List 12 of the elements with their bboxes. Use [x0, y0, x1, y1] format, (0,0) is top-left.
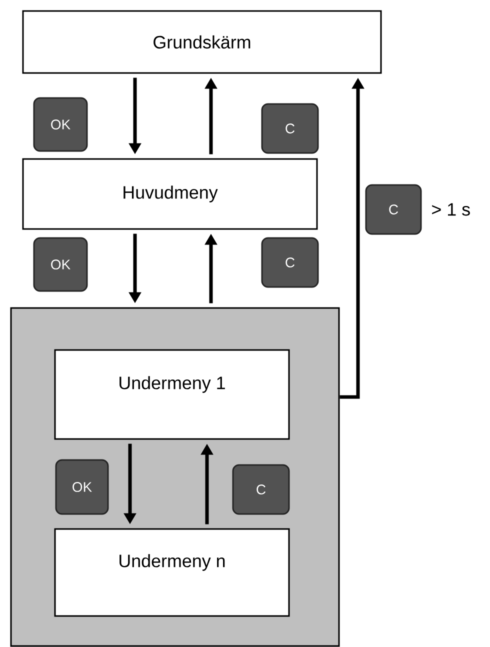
menu-box: Grundskärm	[22, 10, 382, 74]
menu-box: Undermeny n	[54, 528, 290, 617]
key-button: OK	[33, 237, 88, 292]
key-button: C	[261, 237, 319, 288]
menu-box: Huvudmeny	[22, 158, 318, 230]
key-button: C	[232, 464, 290, 515]
key-button: C	[261, 103, 319, 154]
key-button: C	[365, 184, 422, 235]
key-button: OK	[33, 97, 88, 152]
key-button: OK	[55, 459, 109, 515]
menu-box: Undermeny 1	[54, 349, 290, 440]
note-text: > 1 s	[432, 203, 470, 216]
